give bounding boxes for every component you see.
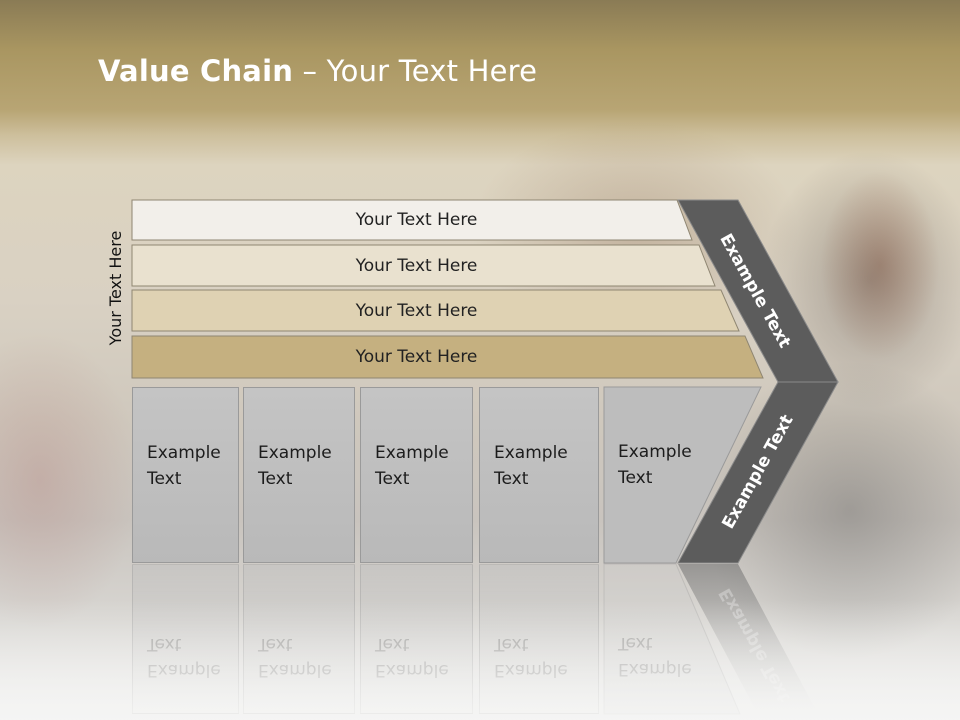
title-rest: – Your Text Here [293,54,538,88]
band-2: Your Text Here [132,245,677,286]
band-1: Your Text Here [132,200,677,240]
band-3-label: Your Text Here [355,300,478,321]
band-4-shape [131,335,764,379]
band-3: Your Text Here [132,290,677,331]
band-2-shape [131,244,716,287]
band-4-label: Your Text Here [355,347,478,367]
band-3-shape [131,289,740,332]
title-bold: Value Chain [98,54,294,88]
box-5-shape [603,386,762,564]
band-2-label: Your Text Here [355,255,478,276]
band-1-label: Your Text Here [355,210,478,230]
band-1-shape [131,199,693,241]
band-4: Your Text Here [132,336,677,378]
slide-title: Value Chain – Your Text Here [98,54,537,88]
chevron-lower-shape [677,381,839,564]
